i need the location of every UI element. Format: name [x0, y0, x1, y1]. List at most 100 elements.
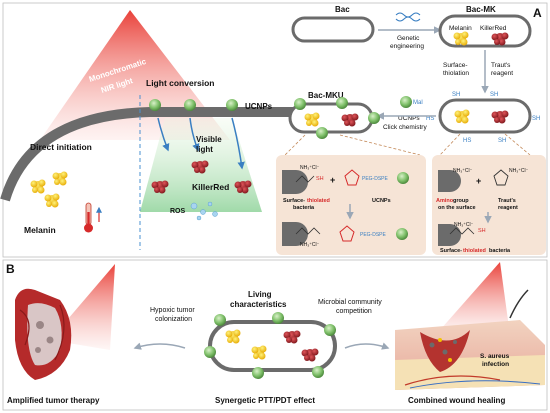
bac-cell — [291, 16, 375, 43]
genetic-label-1: Genetic — [397, 35, 420, 42]
peg-dspe-2: PEG-DSPE — [360, 232, 387, 238]
mal-ucnp-icon — [400, 96, 412, 108]
microbial-label-2: competition — [336, 308, 372, 315]
surface-thiolation-1: Surface- — [443, 62, 468, 69]
sh-tag-4: SH — [498, 138, 506, 144]
living-label-2: characteristics — [230, 300, 287, 309]
trauts-label-1: Traut's — [491, 62, 511, 69]
tumor-illustration — [15, 264, 115, 380]
zoom-lines — [284, 133, 531, 156]
cell-wall — [0, 107, 300, 202]
ucnp-particle-1 — [149, 99, 161, 111]
central-bacterium — [208, 320, 337, 372]
sh-red-1: SH — [316, 176, 324, 182]
maleimide-icon — [344, 169, 360, 186]
central-ucnp-2 — [272, 312, 284, 324]
direct-initiation-label: Direct initiation — [30, 142, 92, 152]
surface-thiolation-2: thiolation — [443, 70, 469, 77]
s-aureus-1: S. aureus — [480, 353, 510, 360]
microbial-arrow — [344, 342, 390, 350]
click-reaction-box — [276, 155, 426, 255]
on-surface-label: on the surface — [438, 205, 476, 211]
microbial-label-1: Microbial community — [318, 299, 382, 306]
nh2-label: NH₃⁺Cl⁻ — [453, 168, 473, 174]
melanin-label: Melanin — [24, 225, 56, 235]
visible-arrow-3 — [231, 117, 245, 170]
surface-thiolated-1b: thiolated — [307, 198, 330, 204]
box-ucnp-1 — [397, 172, 409, 184]
product-icon — [282, 222, 355, 246]
ucnp-particle-3 — [226, 99, 238, 111]
sh-tag-1: SH — [452, 92, 460, 98]
hypoxic-label-1: Hypoxic tumor — [150, 307, 195, 314]
bacteria-label-1: bacteria — [293, 205, 315, 211]
synergetic-label: Synergetic PTT/PDT effect — [215, 396, 315, 405]
amino-bacteria-icon — [438, 170, 461, 192]
mku-ucnp-3 — [368, 112, 380, 124]
amino-rest: group — [453, 198, 469, 204]
sh-tag-3: SH — [532, 116, 540, 122]
living-label-1: Living — [248, 290, 272, 299]
panel-a-letter: A — [533, 6, 542, 20]
bac-mk-label: Bac-MK — [466, 5, 496, 14]
bottom-surface: Surface- — [440, 248, 462, 254]
thiolated-bacteria-icon — [282, 170, 315, 194]
ucnps-box-label: UCNPs — [372, 198, 391, 204]
peg-dspe-1: PEG-DSPE — [362, 176, 389, 182]
hs-tag-2: HS — [463, 138, 471, 144]
nh-label-4: NH₃⁺Cl⁻ — [454, 222, 474, 228]
hypoxic-label-2: colonization — [155, 316, 192, 323]
nh-label-3: NH₃⁺Cl⁻ — [509, 168, 529, 174]
ucnps-small-label: UCNPs — [398, 115, 420, 122]
light-conversion-label: Light conversion — [146, 78, 214, 88]
mal-label: Mal — [413, 100, 423, 106]
click-chemistry-label: Click chemistry — [383, 124, 427, 131]
visible-arrow-2 — [189, 117, 200, 152]
visible-label-1: Visible — [196, 135, 222, 144]
bottom-bacteria: bacteria — [489, 248, 511, 254]
wound-illustration — [395, 262, 545, 390]
nh-label-2: NH₃⁺Cl⁻ — [300, 242, 320, 248]
box-ucnp-2 — [396, 228, 408, 240]
amino-bold: Amino — [436, 198, 454, 204]
central-ucnp-1 — [214, 314, 226, 326]
ros-bubbles — [190, 201, 218, 221]
mku-ucnp-1 — [294, 98, 306, 110]
s-aureus-2: infection — [482, 361, 509, 368]
bottom-thiolated: thiolated — [463, 248, 486, 254]
visible-label-2: light — [196, 145, 213, 154]
sh-tag-2: SH — [490, 92, 498, 98]
hs-tag-1: HS — [426, 116, 434, 122]
sh-red-2: SH — [478, 228, 486, 234]
trauts-ring-icon — [493, 169, 509, 186]
ucnps-label: UCNPs — [245, 102, 273, 111]
central-ucnp-3 — [324, 324, 336, 336]
mk-melanin-label: Melanin — [449, 25, 472, 32]
mk-killerred-label: KillerRed — [480, 25, 507, 32]
killerred-label: KillerRed — [192, 182, 229, 192]
bac-label: Bac — [335, 5, 350, 14]
central-ucnp-5 — [252, 367, 264, 379]
genetic-label-2: engineering — [390, 43, 424, 50]
trauts-box-1: Traut's — [498, 198, 516, 204]
plus-1: + — [330, 175, 335, 185]
trauts-label-2: reagent — [491, 70, 513, 77]
trauts-box-2: reagent — [498, 205, 518, 211]
ucnp-particle-2 — [184, 99, 196, 111]
surface-thiolated-1a: Surface- — [283, 198, 305, 204]
bac-thiolated-cell — [438, 98, 532, 134]
combined-label: Combined wound healing — [408, 396, 505, 405]
central-ucnp-6 — [312, 366, 324, 378]
hypoxic-arrow — [133, 342, 186, 350]
thiolated-product-icon — [438, 224, 475, 246]
panel-b-letter: B — [6, 262, 15, 276]
amplified-label: Amplified tumor therapy — [7, 396, 100, 405]
visible-arrow-1 — [157, 117, 170, 152]
dna-icon — [395, 12, 421, 22]
mku-ucnp-2 — [336, 97, 348, 109]
nh-label-1: NH₃⁺Cl⁻ — [300, 165, 320, 171]
plus-2: + — [476, 176, 481, 186]
thermometer-icon — [84, 202, 102, 233]
ros-label: ROS — [170, 208, 186, 215]
